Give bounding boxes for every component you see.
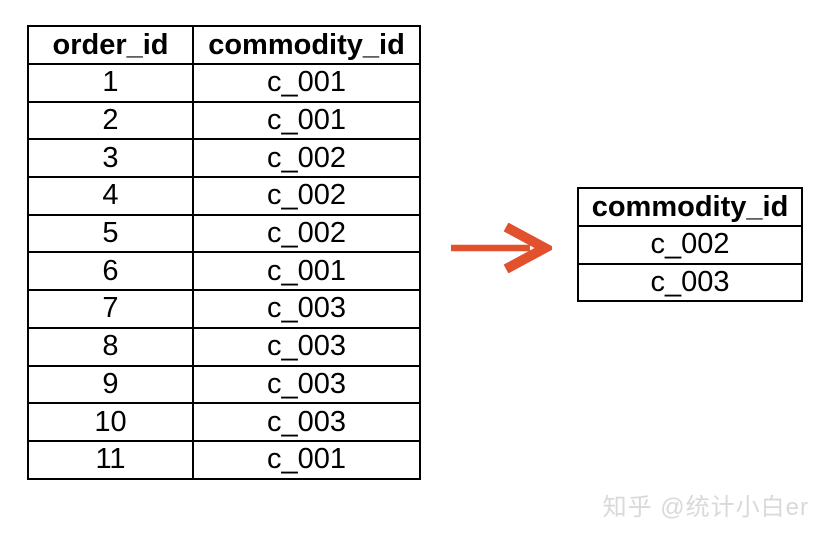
header-row: commodity_id — [577, 187, 803, 227]
table-cell: c_003 — [577, 262, 803, 303]
column-header: commodity_id — [577, 187, 803, 227]
table-cell: 7 — [27, 289, 194, 329]
column-header: order_id — [27, 25, 194, 65]
table-cell: c_002 — [192, 213, 421, 254]
table-cell: c_001 — [192, 251, 421, 292]
table-row: c_002 — [577, 225, 803, 265]
table-cell: 1 — [27, 63, 194, 103]
table-cell: 9 — [27, 364, 194, 405]
table-cell: 2 — [27, 100, 194, 141]
table-cell: c_002 — [192, 138, 421, 179]
table-cell: 11 — [27, 439, 194, 480]
watermark: 知乎 @统计小白er — [602, 494, 809, 521]
table-cell: 5 — [27, 213, 194, 254]
table-cell: c_001 — [192, 100, 421, 141]
table-cell: 8 — [27, 326, 194, 367]
table-row: c_003 — [577, 262, 803, 303]
table-cell: c_003 — [192, 364, 421, 405]
table-cell: c_001 — [192, 63, 421, 103]
table-cell: c_003 — [192, 402, 421, 442]
table-cell: 6 — [27, 251, 194, 292]
table-cell: 3 — [27, 138, 194, 179]
table-cell: c_001 — [192, 439, 421, 480]
table-cell: 4 — [27, 176, 194, 216]
transform-arrow-icon — [446, 223, 552, 273]
table-cell: c_002 — [577, 225, 803, 265]
table-cell: 10 — [27, 402, 194, 442]
table-cell: c_003 — [192, 289, 421, 329]
column-header: commodity_id — [192, 25, 421, 65]
table-cell: c_003 — [192, 326, 421, 367]
table-cell: c_002 — [192, 176, 421, 216]
